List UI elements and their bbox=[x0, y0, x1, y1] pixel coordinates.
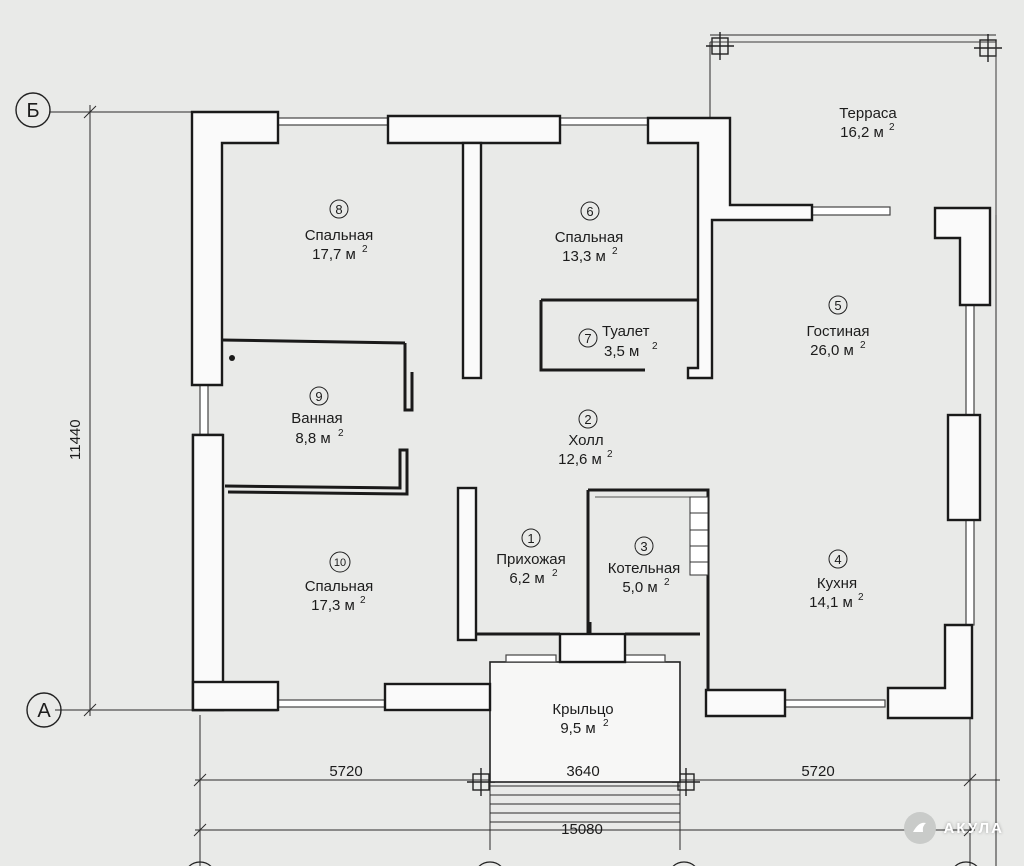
room-area: 16,2 м bbox=[840, 124, 884, 141]
dimension-height: 11440 bbox=[67, 419, 84, 460]
outer-walls bbox=[190, 110, 992, 720]
column-marker bbox=[467, 768, 495, 796]
room-name: Котельная bbox=[608, 560, 681, 577]
room-area: 14,1 м bbox=[809, 594, 853, 611]
room-number: 8 bbox=[335, 202, 342, 217]
room-area: 3,5 м bbox=[604, 343, 639, 360]
room-area: 5,0 м bbox=[622, 579, 657, 596]
room-area: 8,8 м bbox=[295, 430, 330, 447]
room-area-sup: 2 bbox=[858, 592, 864, 603]
room-label-bath-9: 9 Ванная 8,8 м 2 bbox=[291, 386, 344, 447]
room-name: Терраса bbox=[839, 105, 897, 122]
room-name: Спальная bbox=[305, 227, 374, 244]
porch-outline bbox=[489, 661, 681, 783]
watermark: АКУЛА bbox=[903, 812, 1004, 844]
room-area: 26,0 м bbox=[810, 342, 854, 359]
room-area: 13,3 м bbox=[562, 248, 606, 265]
room-name: Крыльцо bbox=[552, 701, 613, 718]
shark-logo-icon bbox=[903, 812, 936, 844]
room-name: Ванная bbox=[291, 410, 342, 427]
room-area-sup: 2 bbox=[603, 718, 609, 729]
room-name: Спальная bbox=[305, 578, 374, 595]
dimension-right-span: 5720 bbox=[801, 763, 834, 780]
room-labels: 8 Спальная 17,7 м 2 6 Спальная 13,3 м 2 … bbox=[291, 105, 897, 737]
room-area-sup: 2 bbox=[860, 340, 866, 351]
axis-letter-a: А bbox=[37, 700, 51, 722]
room-name: Туалет bbox=[602, 323, 650, 340]
room-area: 12,6 м bbox=[558, 451, 602, 468]
axis-letter-b: Б bbox=[26, 100, 39, 122]
room-area-sup: 2 bbox=[362, 244, 368, 255]
room-label-bedroom-6: 6 Спальная 13,3 м 2 bbox=[555, 201, 624, 265]
room-area-sup: 2 bbox=[607, 449, 613, 460]
inner-walls bbox=[221, 141, 710, 690]
room-number: 9 bbox=[315, 389, 322, 404]
room-label-porch: Крыльцо 9,5 м 2 bbox=[552, 701, 613, 737]
room-label-boiler-3: 3 Котельная 5,0 м 2 bbox=[608, 536, 681, 596]
room-label-terrace: Терраса 16,2 м 2 bbox=[839, 105, 897, 141]
room-area-sup: 2 bbox=[338, 428, 344, 439]
room-number: 5 bbox=[834, 298, 841, 313]
room-number: 7 bbox=[584, 331, 591, 346]
room-label-entry-1: 1 Прихожая 6,2 м 2 bbox=[496, 528, 566, 587]
room-area: 17,3 м bbox=[311, 597, 355, 614]
room-number: 10 bbox=[334, 557, 346, 569]
room-label-kitchen-4: 4 Кухня 14,1 м 2 bbox=[809, 549, 864, 611]
room-name: Прихожая bbox=[496, 551, 566, 568]
bottom-axis-bubbles bbox=[188, 861, 978, 866]
room-area: 17,7 м bbox=[312, 246, 356, 263]
room-name: Кухня bbox=[817, 575, 857, 592]
room-label-bedroom-8: 8 Спальная 17,7 м 2 bbox=[305, 199, 374, 263]
room-area-sup: 2 bbox=[612, 246, 618, 257]
dimension-left-span: 5720 bbox=[329, 763, 362, 780]
axis-bubble-a bbox=[26, 692, 62, 728]
room-area: 9,5 м bbox=[560, 720, 595, 737]
room-name: Гостиная bbox=[807, 323, 870, 340]
room-area: 6,2 м bbox=[509, 570, 544, 587]
dimension-mid-span: 3640 bbox=[566, 763, 599, 780]
room-label-hall-2: 2 Холл 12,6 м 2 bbox=[558, 409, 613, 468]
room-name: Спальная bbox=[555, 229, 624, 246]
column-marker bbox=[706, 32, 734, 60]
room-number: 4 bbox=[834, 552, 841, 567]
room-label-living-5: 5 Гостиная 26,0 м 2 bbox=[807, 295, 870, 359]
room-name: Холл bbox=[568, 432, 603, 449]
room-label-bedroom-10: 10 Спальная 17,3 м 2 bbox=[305, 551, 374, 614]
column-markers bbox=[467, 32, 1002, 796]
terrace-outline bbox=[710, 41, 997, 215]
room-number: 1 bbox=[527, 531, 534, 546]
room-label-toilet-7: 7 Туалет 3,5 м 2 bbox=[578, 323, 658, 360]
watermark-text: АКУЛА bbox=[943, 819, 1004, 837]
dimension-total: 15080 bbox=[561, 821, 603, 838]
room-area-sup: 2 bbox=[652, 341, 658, 352]
room-number: 3 bbox=[640, 539, 647, 554]
room-area-sup: 2 bbox=[664, 577, 670, 588]
column-marker bbox=[974, 34, 1002, 62]
room-area-sup: 2 bbox=[360, 595, 366, 606]
room-number: 6 bbox=[586, 204, 593, 219]
axis-bubble-b bbox=[15, 92, 51, 128]
room-number: 2 bbox=[584, 412, 591, 427]
room-area-sup: 2 bbox=[552, 568, 558, 579]
room-area-sup: 2 bbox=[889, 122, 895, 133]
